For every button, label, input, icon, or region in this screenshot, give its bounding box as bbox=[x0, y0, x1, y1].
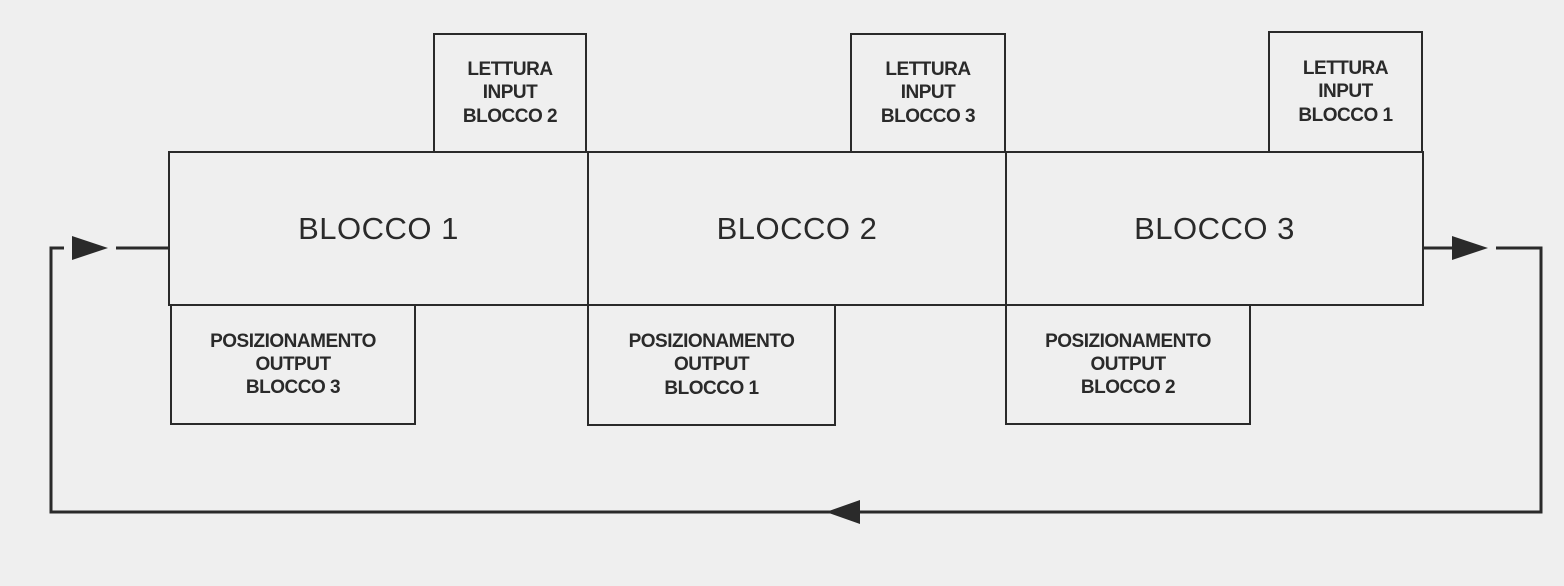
input-box-2-line-1: LETTURA bbox=[885, 59, 971, 81]
block-1: BLOCCO 1 bbox=[168, 151, 589, 306]
output-box-3-line-2: OUTPUT bbox=[1090, 353, 1166, 375]
output-box-3-line-3: BLOCCO 2 bbox=[1080, 377, 1176, 399]
input-box-3: LETTURA INPUT BLOCCO 1 bbox=[1268, 31, 1423, 153]
output-box-2-line-2: OUTPUT bbox=[673, 354, 750, 376]
right-arrow-head bbox=[1452, 236, 1488, 260]
output-box-2-line-3: BLOCCO 1 bbox=[664, 377, 759, 399]
input-box-3-line-2: INPUT bbox=[1318, 81, 1373, 103]
output-box-1: POSIZIONAMENTO OUTPUT BLOCCO 3 bbox=[170, 304, 416, 425]
input-box-2-line-2: INPUT bbox=[900, 82, 956, 104]
block-2-label: BLOCCO 2 bbox=[716, 210, 878, 246]
input-box-1-line-1: LETTURA bbox=[467, 59, 553, 81]
output-box-1-line-3: BLOCCO 3 bbox=[245, 377, 341, 399]
left-arrow-head bbox=[72, 236, 108, 260]
output-box-1-line-2: OUTPUT bbox=[255, 353, 331, 375]
block-1-label: BLOCCO 1 bbox=[298, 210, 459, 246]
feedback-line bbox=[49, 246, 1543, 514]
block-3: BLOCCO 3 bbox=[1005, 151, 1424, 306]
output-box-3-line-1: POSIZIONAMENTO bbox=[1045, 330, 1211, 352]
output-box-1-line-1: POSIZIONAMENTO bbox=[210, 330, 376, 352]
feedback-arrow-head bbox=[826, 500, 860, 524]
output-box-3: POSIZIONAMENTO OUTPUT BLOCCO 2 bbox=[1005, 304, 1251, 425]
input-box-1-line-2: INPUT bbox=[482, 82, 538, 104]
input-box-3-line-1: LETTURA bbox=[1302, 58, 1389, 80]
input-box-2: LETTURA INPUT BLOCCO 3 bbox=[850, 33, 1006, 153]
block-2: BLOCCO 2 bbox=[587, 151, 1007, 306]
output-box-2-line-1: POSIZIONAMENTO bbox=[628, 331, 795, 353]
input-box-1: LETTURA INPUT BLOCCO 2 bbox=[433, 33, 587, 153]
output-box-2: POSIZIONAMENTO OUTPUT BLOCCO 1 bbox=[587, 304, 836, 426]
input-box-2-line-3: BLOCCO 3 bbox=[880, 105, 976, 127]
input-box-3-line-3: BLOCCO 1 bbox=[1298, 104, 1393, 126]
block-3-label: BLOCCO 3 bbox=[1134, 210, 1295, 246]
input-box-1-line-3: BLOCCO 2 bbox=[462, 105, 558, 127]
